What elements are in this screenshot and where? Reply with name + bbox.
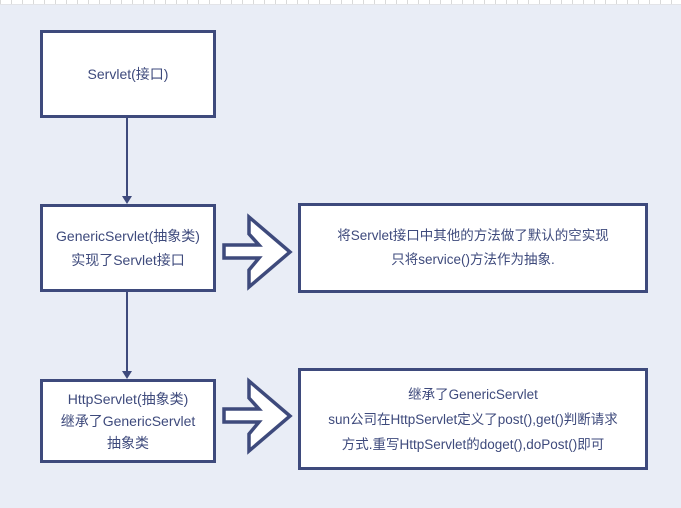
desc-text: 只将service()方法作为抽象. bbox=[391, 252, 555, 267]
desc-text: sun公司在HttpServlet定义了post(),get()判断请求 bbox=[328, 411, 618, 427]
desc-text: 继承了GenericServlet bbox=[408, 386, 538, 402]
desc-text: 方式.重写HttpServlet的doget(),doPost()即可 bbox=[341, 436, 605, 452]
desc-text: 将Servlet接口中其他的方法做了默认的空实现 bbox=[337, 228, 609, 243]
block-arrow-right-icon bbox=[221, 376, 293, 455]
node-label: Servlet(接口) bbox=[87, 66, 169, 82]
node-servlet-interface: Servlet(接口) bbox=[40, 30, 216, 118]
block-arrow-right-icon bbox=[221, 212, 293, 291]
node-label: 继承了GenericServlet bbox=[60, 413, 196, 429]
connector-line-down-1 bbox=[126, 118, 128, 197]
down-arrow-icon bbox=[122, 371, 132, 379]
node-label: 实现了Servlet接口 bbox=[71, 252, 185, 268]
grid-ruler-strip bbox=[0, 0, 681, 5]
connector-line-down-2 bbox=[126, 292, 128, 372]
node-label: GenericServlet(抽象类) bbox=[56, 228, 200, 244]
desc-generic-servlet: 将Servlet接口中其他的方法做了默认的空实现 只将service()方法作为… bbox=[298, 203, 648, 293]
down-arrow-icon bbox=[122, 196, 132, 204]
node-label: 抽象类 bbox=[107, 435, 149, 451]
node-http-servlet: HttpServlet(抽象类) 继承了GenericServlet 抽象类 bbox=[40, 379, 216, 463]
node-label: HttpServlet(抽象类) bbox=[67, 391, 189, 407]
node-generic-servlet: GenericServlet(抽象类) 实现了Servlet接口 bbox=[40, 204, 216, 292]
desc-http-servlet: 继承了GenericServlet sun公司在HttpServlet定义了po… bbox=[298, 368, 648, 470]
